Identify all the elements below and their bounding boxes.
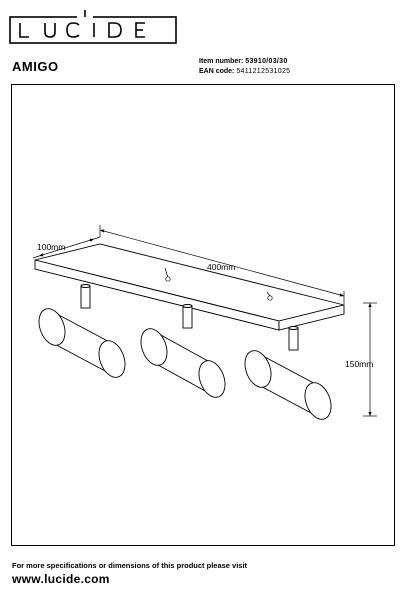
technical-drawing: 100mm 400mm 150mm	[32, 225, 377, 420]
footer-note: For more specifications or dimensions of…	[12, 561, 248, 570]
base-plate	[34, 243, 345, 331]
dim-height	[363, 302, 377, 417]
ean-value: 5411212531025	[236, 68, 291, 75]
dim-depth	[32, 236, 101, 259]
product-meta: Item number: 53910/03/30 EAN code: 54112…	[199, 57, 290, 77]
dim-width	[99, 225, 345, 304]
dim-width-label: 400mm	[207, 262, 235, 272]
spot-1	[38, 284, 126, 378]
product-name: AMIGO	[12, 59, 59, 74]
footer-url-link[interactable]: www.lucide.com	[12, 572, 110, 586]
dim-depth-label: 100mm	[37, 242, 65, 252]
item-number-value: 53910/03/30	[245, 58, 288, 65]
dim-height-label: 150mm	[345, 359, 373, 369]
ean-row: EAN code: 5411212531025	[199, 67, 290, 77]
lucide-logo	[9, 10, 177, 44]
spot-3	[244, 326, 332, 420]
drawing-frame	[11, 84, 395, 546]
spot-2	[140, 304, 226, 398]
item-number-label: Item number:	[199, 58, 244, 65]
ean-label: EAN code:	[199, 68, 235, 75]
screws	[164, 267, 273, 301]
item-number-row: Item number: 53910/03/30	[199, 57, 290, 67]
logo-letters	[19, 22, 145, 38]
